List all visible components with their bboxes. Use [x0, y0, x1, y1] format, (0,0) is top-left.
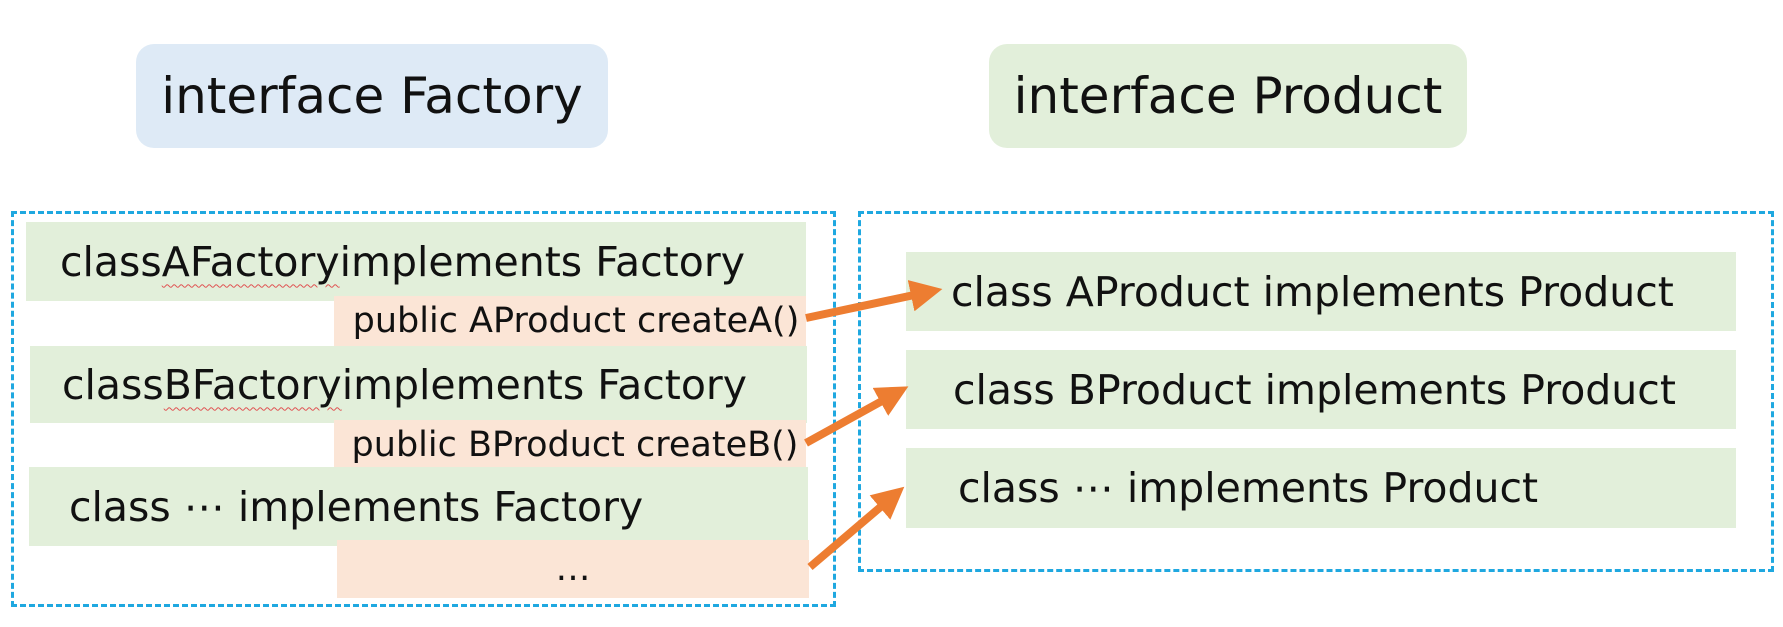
createa-method-box: public AProduct createA(): [334, 296, 806, 346]
bfactory-name: BFactory: [163, 360, 342, 409]
afactory-name: AFactory: [161, 237, 340, 286]
other-product-class-label: class ⋯ implements Product: [958, 464, 1539, 512]
bproduct-class-box: class BProduct implements Product: [906, 350, 1736, 429]
createb-method-box: public BProduct createB(): [334, 420, 806, 470]
other-method-label: …: [555, 549, 591, 589]
factory-interface-box: interface Factory: [136, 44, 608, 148]
aproduct-class-label: class AProduct implements Product: [951, 267, 1674, 316]
factory-interface-label: interface Factory: [161, 67, 583, 125]
product-interface-label: interface Product: [1013, 67, 1443, 125]
other-product-class-box: class ⋯ implements Product: [906, 448, 1736, 528]
product-interface-box: interface Product: [989, 44, 1467, 148]
bfactory-class-box: class BFactory implements Factory: [30, 346, 807, 423]
bproduct-class-label: class BProduct implements Product: [953, 365, 1676, 414]
createb-method-label: public BProduct createB(): [351, 425, 799, 465]
other-factory-class-box: class ⋯ implements Factory: [29, 467, 808, 546]
afactory-suffix: implements Factory: [339, 237, 745, 286]
afactory-prefix: class: [60, 237, 162, 286]
bfactory-suffix: implements Factory: [341, 360, 748, 409]
other-factory-label: class ⋯ implements Factory: [69, 482, 644, 531]
aproduct-class-box: class AProduct implements Product: [906, 252, 1736, 331]
createa-method-label: public AProduct createA(): [352, 301, 800, 341]
afactory-class-box: class AFactory implements Factory: [26, 222, 806, 301]
bfactory-prefix: class: [62, 360, 164, 409]
other-method-box: …: [337, 540, 809, 598]
